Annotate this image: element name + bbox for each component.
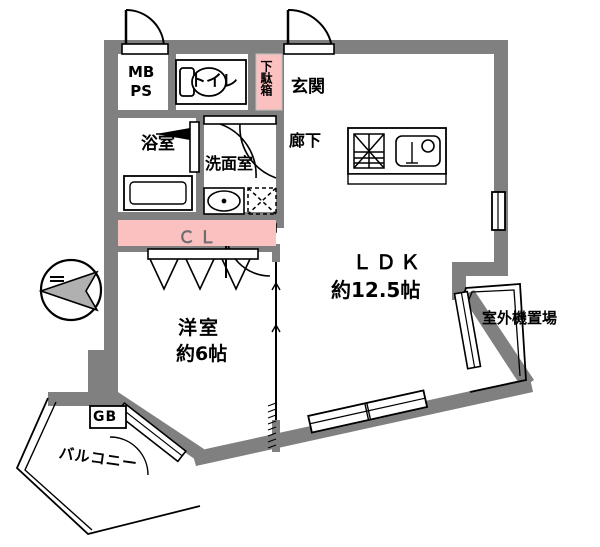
north-compass (38, 258, 103, 322)
balcony-area (16, 406, 196, 532)
door-swings (121, 8, 335, 55)
closet-cl (118, 220, 276, 246)
washroom-door (203, 115, 277, 179)
stove-fixture (353, 133, 385, 169)
balcony-railing (15, 397, 201, 535)
bathtub-fixture (123, 175, 193, 211)
toilet-fixture (175, 59, 247, 105)
room-partition-sliding-door (271, 262, 281, 420)
outdoor-unit-door (453, 290, 482, 370)
windows (307, 191, 506, 434)
closet-door-markers (147, 248, 259, 291)
gb-box (89, 405, 127, 429)
shoe-cabinet (255, 53, 283, 111)
bathroom-door (156, 121, 200, 173)
partition-hatching (267, 402, 277, 449)
washbasin-fixture (203, 187, 245, 215)
kitchen-sink-fixture (395, 135, 441, 167)
washing-machine-space (247, 187, 277, 215)
